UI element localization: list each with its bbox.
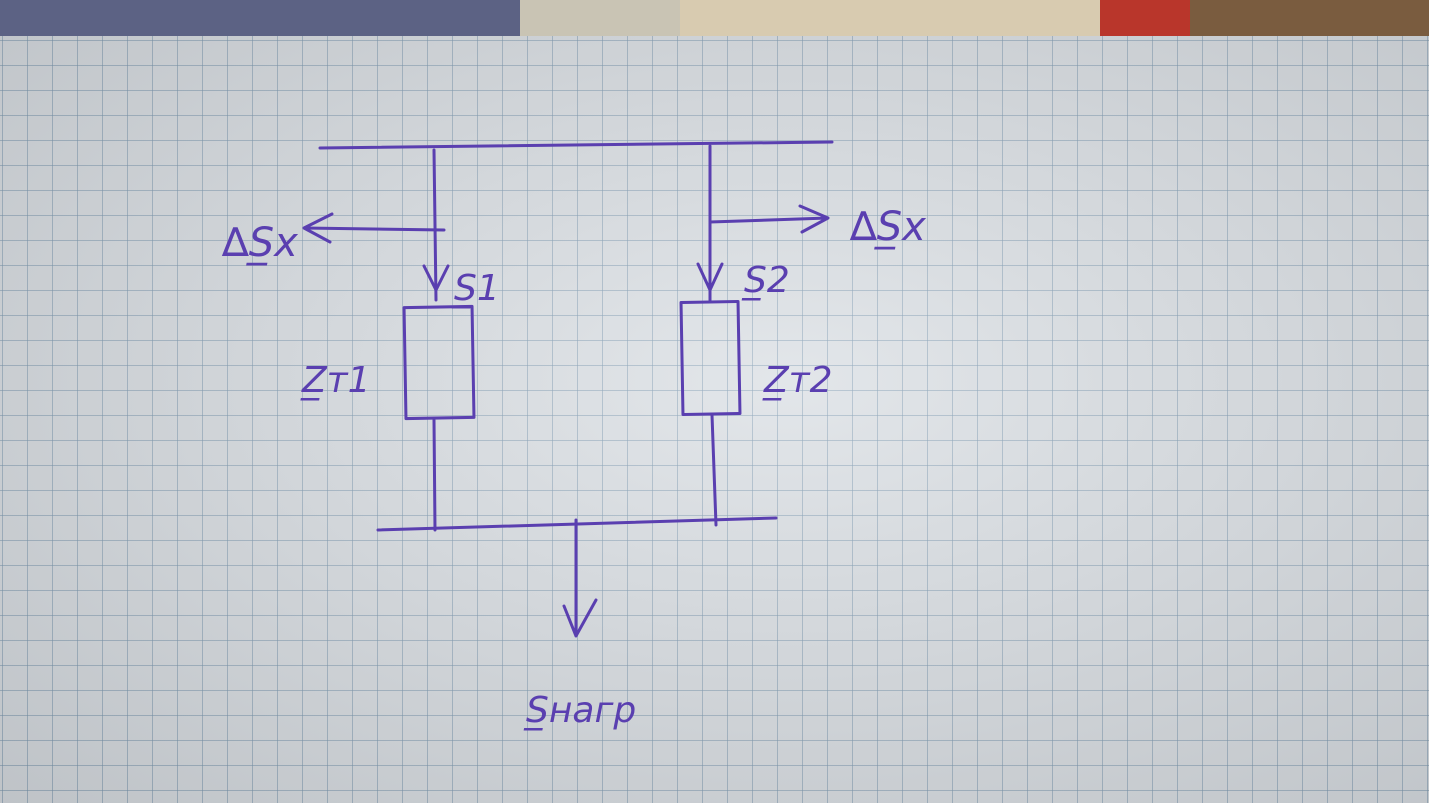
right-s2-arrow <box>696 262 724 292</box>
delta-s-right-label: ∆S̲x <box>849 204 926 250</box>
z-t2-label: Z̲т2 <box>762 360 833 401</box>
top-bus-line <box>318 140 834 150</box>
s2-label: S̲2 <box>741 260 790 301</box>
right-delta-s-arrow <box>708 204 830 234</box>
transformer-t1-box <box>402 304 476 421</box>
left-s1-arrow <box>422 264 450 292</box>
right-lower-wire <box>710 413 718 527</box>
transformer-t2-box <box>679 300 742 416</box>
left-lower-wire <box>432 418 437 532</box>
delta-s-left-label: ∆S̲x <box>221 220 298 266</box>
left-delta-s-arrow <box>302 212 446 244</box>
load-arrow <box>562 518 598 638</box>
s1-label: S̲1 <box>451 268 500 309</box>
z-t1-label: Z̲т1 <box>300 360 371 401</box>
paper-shading <box>0 36 1429 803</box>
left-branch-wire <box>432 148 438 302</box>
s-load-label: S̲нагр <box>523 690 636 731</box>
grid-paper <box>0 36 1429 803</box>
